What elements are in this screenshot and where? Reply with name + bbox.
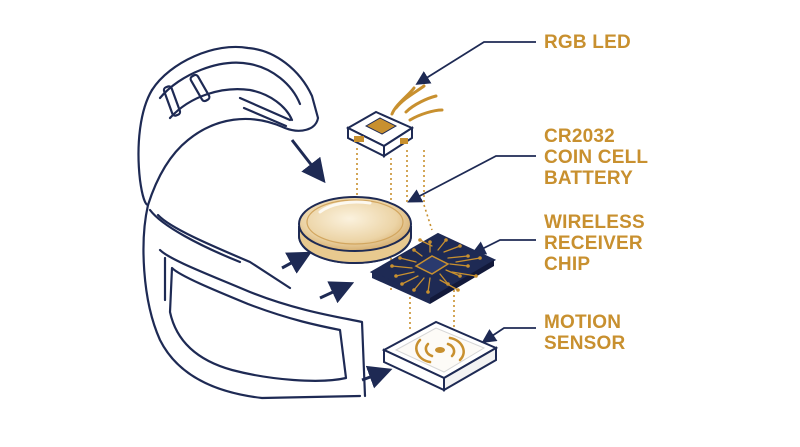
callout-line-chip bbox=[471, 239, 536, 255]
coin-cell-battery bbox=[298, 196, 412, 264]
arrow-to-chip bbox=[319, 281, 355, 304]
assembly-arrows bbox=[281, 139, 393, 389]
motion-sensor-module bbox=[381, 320, 499, 392]
wireless-receiver-chip bbox=[369, 232, 497, 304]
label-rgb-led-line-1: RGB LED bbox=[544, 32, 631, 53]
label-chip: WIRELESS RECEIVER CHIP bbox=[544, 212, 645, 275]
callout-lines bbox=[407, 41, 536, 343]
arrow-to-battery-lower bbox=[281, 251, 312, 274]
wristband bbox=[137, 45, 367, 400]
callout-line-battery bbox=[407, 155, 536, 203]
label-battery-line-3: BATTERY bbox=[544, 168, 634, 189]
label-battery-line-2: COIN CELL bbox=[544, 147, 649, 168]
label-chip-line-2: RECEIVER bbox=[544, 233, 643, 254]
rgb-led-component bbox=[345, 84, 444, 158]
label-battery-line-1: CR2032 bbox=[544, 126, 615, 147]
label-sensor-line-2: SENSOR bbox=[544, 333, 626, 354]
callout-line-rgb-led bbox=[415, 41, 536, 85]
label-sensor: MOTION SENSOR bbox=[544, 312, 625, 354]
arrow-to-sensor bbox=[361, 365, 393, 389]
label-rgb-led: RGB LED bbox=[544, 32, 631, 53]
callout-line-sensor bbox=[481, 327, 536, 343]
label-chip-line-1: WIRELESS bbox=[544, 212, 645, 233]
arrow-to-battery bbox=[290, 139, 326, 184]
label-sensor-line-1: MOTION bbox=[544, 312, 622, 333]
label-battery: CR2032 COIN CELL BATTERY bbox=[544, 126, 648, 189]
label-chip-line-3: CHIP bbox=[544, 254, 591, 275]
